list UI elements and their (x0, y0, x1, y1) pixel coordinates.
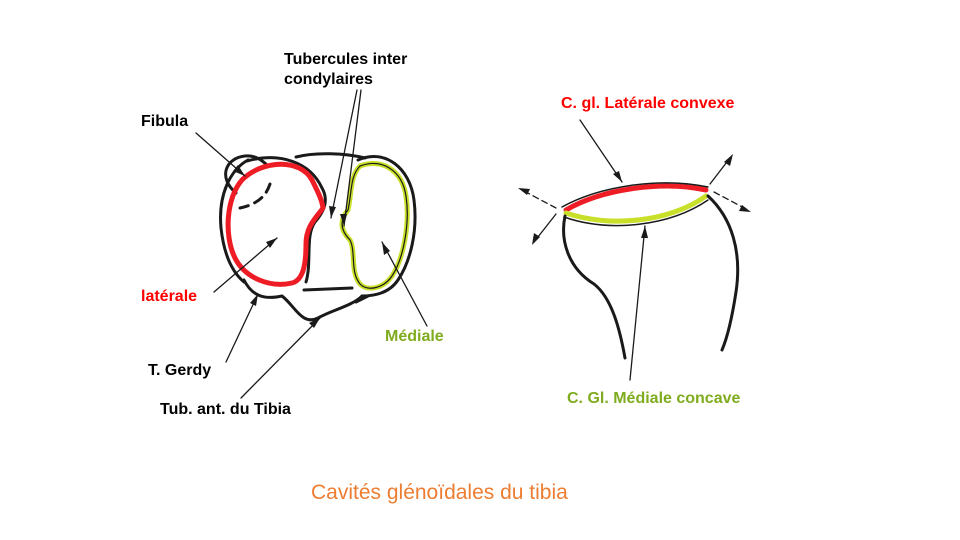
tubercule-pointer-2 (343, 89, 362, 227)
t-gerdy-label: T. Gerdy (148, 362, 212, 379)
figure-title: Cavités glénoïdales du tibia (311, 481, 568, 504)
tibia-shaft-right (706, 194, 740, 352)
mediale-arrowhead (382, 242, 390, 255)
tub-ant-pointer (240, 317, 321, 399)
lateral-cavity (225, 161, 326, 287)
c-gl-mediale-arrowhead (641, 226, 648, 238)
arrow-up-right-head (724, 154, 733, 166)
laterale-label: latérale (141, 288, 198, 305)
intercondylar-line (302, 286, 354, 292)
medial-concave-outline (563, 199, 709, 227)
motion-arrowheads (518, 154, 751, 245)
fibula-arrowhead (233, 165, 245, 176)
tub-ant-arrowhead (309, 318, 320, 328)
right-pointers (579, 119, 646, 381)
tub-ant-label: Tub. ant. du Tibia (160, 401, 291, 418)
fibula-head (224, 154, 270, 195)
gerdy-pointer (225, 293, 259, 363)
c-gl-mediale-pointer (629, 225, 646, 381)
fibula-hidden-outline (238, 182, 272, 210)
fibula-label: Fibula (141, 113, 189, 130)
gerdy-arrowhead (250, 294, 258, 306)
left-pointers (195, 89, 428, 399)
mediale-label: Médiale (385, 328, 444, 345)
left-arrowheads (233, 165, 390, 328)
c-gl-laterale-pointer (579, 119, 623, 183)
lateral-convex-surface (563, 183, 709, 213)
arrow-down-left-head (532, 233, 540, 245)
c-gl-mediale-label: C. Gl. Médiale concave (567, 390, 741, 407)
laterale-arrowhead (266, 238, 277, 248)
tibia-shaft-left (562, 214, 627, 360)
tubercules-label-line1: Tubercules inter (284, 51, 408, 68)
arrow-up-left-head (518, 188, 530, 195)
c-gl-laterale-arrowhead (613, 171, 622, 182)
mediale-pointer (381, 241, 428, 327)
tubercule-pointer-1 (330, 89, 358, 219)
tubercules-label-line2: condylaires (284, 71, 373, 88)
superior-view (195, 89, 428, 399)
laterale-pointer (213, 237, 278, 293)
right-pointer-arrowheads (613, 171, 648, 238)
arrow-down-right-head (739, 205, 751, 212)
tubercule-arrowhead-1 (329, 206, 336, 218)
tubercule-arrowhead-2 (340, 214, 347, 226)
medial-cavity-outline (341, 162, 408, 289)
medial-concave-surface (563, 193, 709, 224)
lateral-convex-outline (561, 182, 709, 208)
c-gl-laterale-label: C. gl. Latérale convexe (561, 95, 735, 112)
frontal-view (518, 119, 751, 381)
tibia-right-contour (356, 154, 417, 298)
